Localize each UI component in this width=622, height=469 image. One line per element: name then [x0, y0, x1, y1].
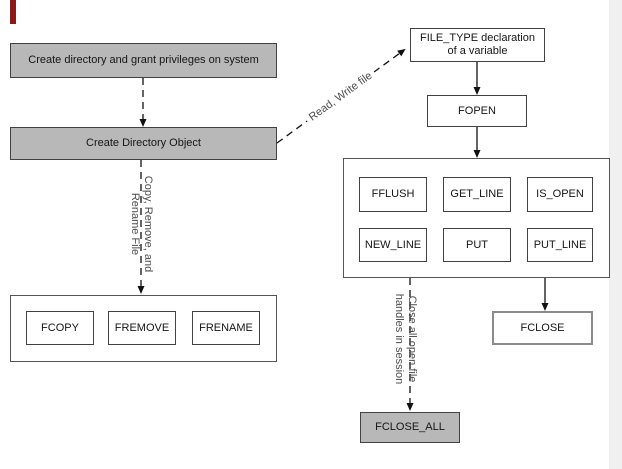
node-put-line: PUT_LINE: [527, 228, 593, 262]
node-fopen: FOPEN: [427, 95, 527, 127]
node-label: FRENAME: [199, 321, 253, 334]
node-create-directory-privileges: Create directory and grant privileges on…: [10, 43, 277, 78]
node-label: FCLOSE_ALL: [375, 421, 445, 433]
node-label: PUT_LINE: [533, 238, 587, 251]
node-label: Create directory and grant privileges on…: [28, 54, 259, 66]
window-edge-marker: [10, 0, 16, 24]
node-get-line: GET_LINE: [443, 177, 511, 212]
node-label: GET_LINE: [450, 188, 504, 200]
edge-label-copy-remove-rename: Copy, Remove, and Rename File: [129, 175, 154, 273]
node-label: FCOPY: [41, 321, 79, 334]
node-new-line: NEW_LINE: [359, 228, 427, 262]
node-label: FFLUSH: [371, 188, 415, 200]
node-label: FILE_TYPE declaration of a variable: [420, 32, 535, 57]
node-is-open: IS_OPEN: [527, 177, 593, 212]
node-fremove: FREMOVE: [108, 311, 176, 345]
node-file-type-declaration: FILE_TYPE declaration of a variable: [410, 28, 545, 62]
node-frename: FRENAME: [192, 311, 260, 345]
node-fclose-all: FCLOSE_ALL: [360, 412, 460, 443]
node-label: FREMOVE: [114, 321, 170, 334]
node-fclose: FCLOSE: [492, 311, 593, 345]
node-label: FCLOSE: [520, 321, 565, 334]
node-fflush: FFLUSH: [359, 177, 427, 212]
node-label: FOPEN: [458, 104, 496, 117]
node-label: PUT: [466, 238, 488, 251]
right-gutter-strip: [609, 0, 622, 469]
node-label: Create Directory Object: [86, 137, 201, 149]
edge-label-close-all-open-files: Close all open file handles in session: [393, 293, 418, 385]
node-put: PUT: [443, 228, 511, 262]
node-label: IS_OPEN: [536, 188, 584, 200]
node-label: NEW_LINE: [364, 238, 422, 251]
node-fcopy: FCOPY: [26, 311, 94, 345]
node-create-directory-object: Create Directory Object: [10, 127, 277, 160]
